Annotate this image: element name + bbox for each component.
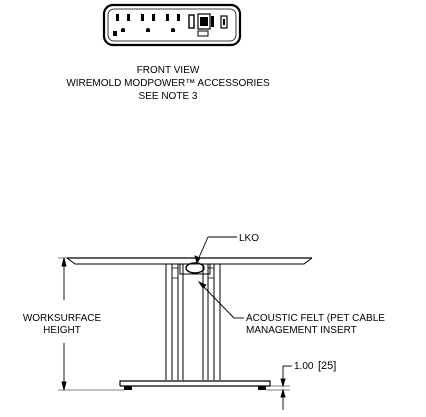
felt-label-line1: ACOUSTIC FELT (PET CABLE xyxy=(246,313,385,324)
outlet-1 xyxy=(116,14,130,32)
glide-dimension xyxy=(266,365,292,410)
lko-leader xyxy=(194,236,237,265)
table-leg-left xyxy=(165,264,184,380)
power-module-front-view xyxy=(102,3,242,47)
height-dimension xyxy=(58,257,124,391)
height-label-line1: WORKSURFACE xyxy=(23,313,102,324)
front-view-title: FRONT VIEW xyxy=(137,65,200,76)
glide-dimension-value: 1.00 xyxy=(294,361,314,372)
table-leg-right xyxy=(202,264,221,380)
usb-port xyxy=(113,30,209,37)
outlet-3 xyxy=(166,14,180,32)
height-label-line2: HEIGHT xyxy=(43,325,81,336)
table-base xyxy=(119,380,271,390)
lko-label: LKO xyxy=(239,233,259,244)
front-view-note: SEE NOTE 3 xyxy=(139,91,198,102)
table-side-view xyxy=(66,257,313,390)
glide-dimension-metric: [25] xyxy=(318,360,336,372)
outlet-2 xyxy=(141,14,155,32)
felt-leader xyxy=(197,280,244,319)
data-port xyxy=(188,13,228,30)
lko-opening xyxy=(185,262,205,274)
felt-label-line2: MANAGEMENT INSERT xyxy=(246,325,357,336)
front-view-subtitle: WIREMOLD MODPOWER™ ACCESSORIES xyxy=(66,78,270,89)
